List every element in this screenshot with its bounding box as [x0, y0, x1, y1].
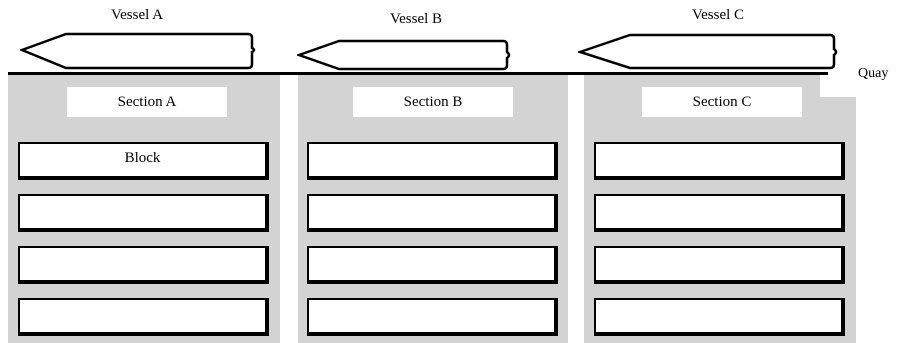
quay-line: [8, 72, 828, 75]
vessel-c-label: Vessel C: [691, 7, 745, 23]
quay-label: Quay: [858, 66, 889, 81]
vessel-a-shape: [20, 32, 256, 70]
block-a-1: Block: [18, 142, 269, 180]
block-c-4: [594, 298, 845, 336]
vessel-b-label: Vessel B: [389, 11, 443, 27]
section-b-label: Section B: [353, 87, 513, 117]
block-b-3: [307, 246, 558, 284]
vessel-c-shape: [578, 33, 838, 70]
block-a-2: [18, 194, 269, 232]
block-b-4: [307, 298, 558, 336]
block-c-1: [594, 142, 845, 180]
block-a-4: [18, 298, 269, 336]
vessel-a-label: Vessel A: [110, 7, 164, 23]
block-a-3: [18, 246, 269, 284]
block-b-2: [307, 194, 558, 232]
section-c-label: Section C: [642, 87, 802, 117]
vessel-b-shape: [297, 39, 511, 71]
block-b-1: [307, 142, 558, 180]
block-c-3: [594, 246, 845, 284]
block-c-2: [594, 194, 845, 232]
section-a-label: Section A: [67, 87, 227, 117]
